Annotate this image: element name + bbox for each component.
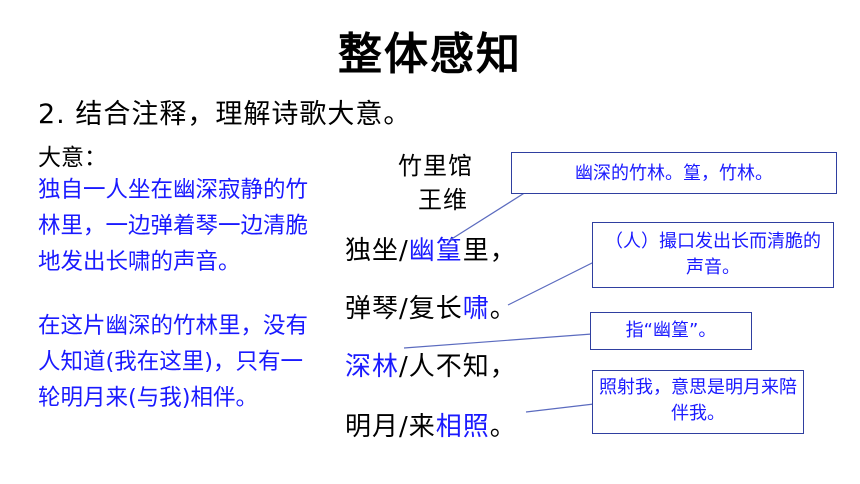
poem-line-2-highlight: 啸 — [462, 294, 490, 324]
poem-line-2-after: 。 — [489, 294, 517, 324]
poem-line-3-highlight: 深林 — [345, 352, 400, 382]
poem-line-1-highlight: 幽篁 — [408, 236, 463, 266]
poem-line-4: 明月/来相照。 — [345, 406, 517, 443]
connector-1 — [449, 191, 527, 241]
poem-line-2: 弹琴/复长啸。 — [345, 288, 517, 325]
poem-line-4-highlight: 相照 — [435, 412, 490, 442]
poem-line-2-before: 弹琴/复长 — [345, 294, 463, 324]
connector-4 — [525, 403, 595, 413]
note-xiao: （人）撮口发出长而清脆的声音。 — [592, 222, 834, 288]
poem-line-1-before: 独坐/ — [345, 236, 409, 266]
connector-2 — [507, 261, 595, 306]
meaning-paragraph-1: 独自一人坐在幽深寂静的竹林里，一边弹着琴一边清脆地发出长啸的声音。 — [38, 177, 309, 275]
page-title: 整体感知 — [338, 29, 522, 80]
poem-line-1-after: 里， — [462, 236, 517, 266]
poem-line-4-after: 。 — [489, 412, 517, 442]
poem-line-3: 深林/人不知， — [345, 346, 517, 383]
note-xiangzhao: 照射我，意思是明月来陪伴我。 — [592, 370, 804, 434]
poem-title: 竹里馆 — [398, 152, 473, 180]
poem-line-4-before: 明月/来 — [345, 412, 436, 442]
poem-author: 王维 — [418, 186, 468, 214]
poem-line-3-after: /人不知， — [399, 352, 517, 382]
meaning-paragraph-2: 在这片幽深的竹林里，没有人知道(我在这里)，只有一轮明月来(与我)相伴。 — [38, 313, 309, 411]
note-shenlin: 指“幽篁”。 — [590, 312, 752, 350]
note-youhuang: 幽深的竹林。篁，竹林。 — [511, 152, 837, 194]
poem-line-1: 独坐/幽篁里， — [345, 230, 517, 267]
meaning-label: 大意： — [38, 145, 107, 171]
connector-3 — [403, 333, 593, 349]
task-heading: 2. 结合注释，理解诗歌大意。 — [38, 99, 412, 130]
